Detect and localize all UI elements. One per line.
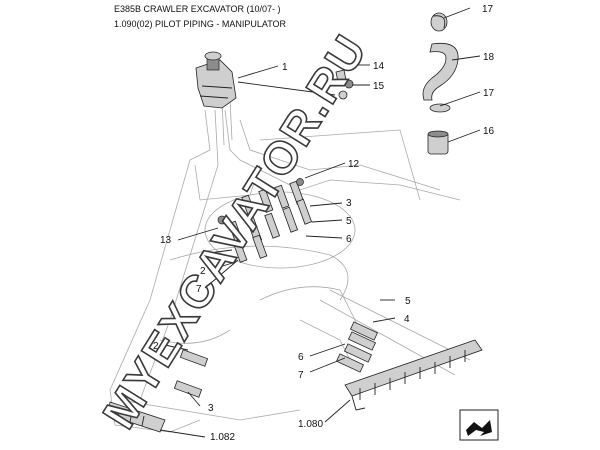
callout-3-upper: 3 — [346, 198, 352, 209]
bracket-assembly — [344, 339, 483, 411]
callout-17: 17 — [483, 88, 495, 99]
callout-2-upper: 2 — [200, 266, 206, 277]
callout-1080: 1.080 — [298, 419, 323, 430]
callout-1082: 1.082 — [210, 432, 235, 443]
callout-2-lower: 2 — [153, 341, 159, 352]
clamp-assembly — [107, 401, 166, 433]
callout-1: 1 — [282, 62, 288, 73]
callout-15: 15 — [373, 81, 385, 92]
callout-16: 16 — [483, 126, 495, 137]
small-parts — [335, 12, 459, 155]
pilot-valve — [195, 51, 237, 109]
watermark: MYEXCAVATOR.RU — [92, 25, 377, 438]
callout-18: 18 — [483, 52, 495, 63]
callout-5-lower: 5 — [405, 296, 411, 307]
callout-17-top: 17 — [482, 4, 494, 15]
leader-lines — [159, 7, 481, 438]
callout-7-lower: 7 — [298, 370, 304, 381]
fitting-group-upper — [217, 178, 313, 263]
diagram-subtitle: 1.090(02) PILOT PIPING - MANIPULATOR — [114, 19, 287, 29]
callout-12: 12 — [348, 159, 360, 170]
callout-13: 13 — [160, 235, 172, 246]
callout-3-lower: 3 — [208, 403, 214, 414]
next-page-arrow-icon[interactable] — [459, 409, 499, 441]
callout-14: 14 — [373, 61, 385, 72]
callout-labels: 1 14 15 17 18 17 16 12 3 5 6 13 4 2 7 5 … — [153, 4, 495, 443]
callout-5-upper: 5 — [346, 216, 352, 227]
callout-6-lower: 6 — [298, 352, 304, 363]
diagram-title: E385B CRAWLER EXCAVATOR (10/07- ) — [114, 4, 281, 14]
callout-4-upper: 4 — [200, 249, 206, 260]
hose-part-18 — [422, 42, 459, 101]
callout-7-upper: 7 — [196, 284, 202, 295]
boom-outline — [109, 99, 471, 433]
callout-6-upper: 6 — [346, 234, 352, 245]
callout-4-lower: 4 — [404, 314, 410, 325]
